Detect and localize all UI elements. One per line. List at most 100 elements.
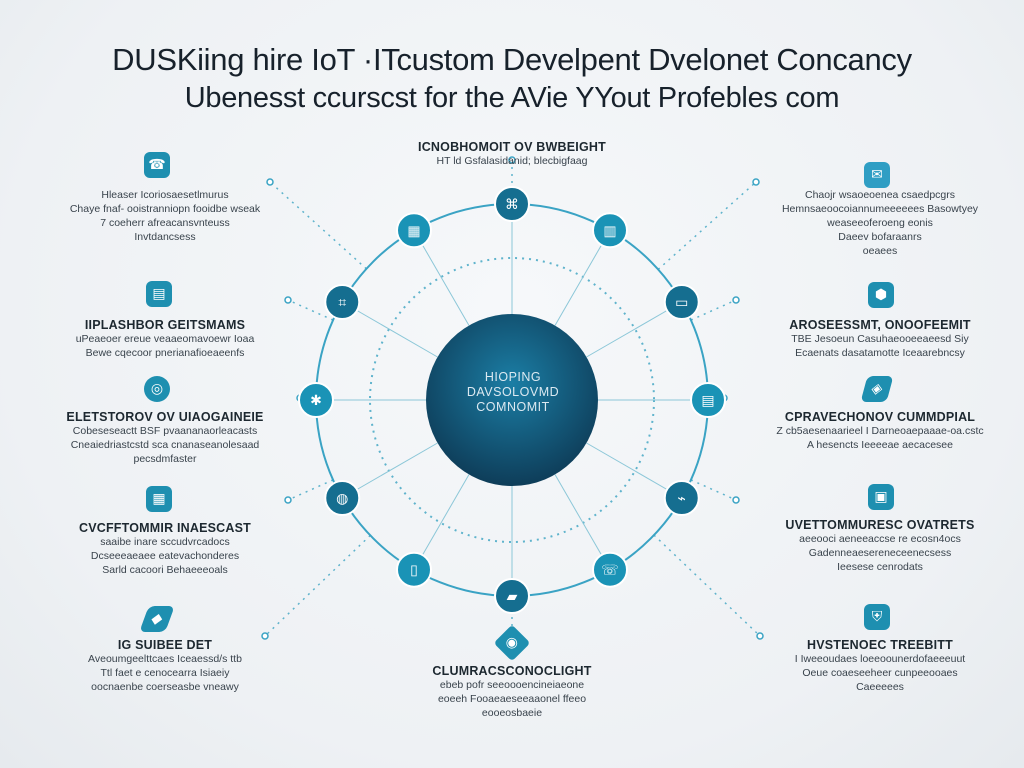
right-block-3-heading: CPRAVECHONOV CUMMDPIAL <box>784 410 976 424</box>
right-block-5-line: Caeeeees <box>856 681 904 693</box>
spoke-line <box>554 474 611 570</box>
right-block-3-line: A hesencts Ieeeeae aecacesee <box>807 439 953 451</box>
left-block-5-line: Aveoumgeelttcaes Iceaessd/s ttb <box>88 653 242 665</box>
right-icon-2: ⬢ <box>868 282 894 308</box>
left-block-4-line: Sarld cacoori Behaeeeoals <box>102 564 228 576</box>
right-block-5-line: I Iweeoudaes loeeoounerdofaeeeuut <box>794 653 966 665</box>
document-icon-glyph: ▯ <box>410 563 418 579</box>
connector-endpoint <box>732 296 740 304</box>
circuit-icon <box>324 284 361 320</box>
badge-icon <box>396 212 432 249</box>
left-block-5: IG SUIBEE DET Aveoumgeelttcaes Iceaessd/… <box>50 638 280 694</box>
spoke-line <box>586 301 682 358</box>
connector-endpoint <box>732 496 740 504</box>
left-icon-3: ◎ <box>144 376 170 402</box>
chart-icon-glyph: ▥ <box>603 223 616 239</box>
chart-icon <box>592 212 628 249</box>
left-block-5-line: oocnaenbe coerseasbe vneawy <box>91 681 239 693</box>
bottom-block-line: ebeb pofr seeoooencineiaeone <box>439 679 585 691</box>
laptop-icon <box>663 284 700 320</box>
right-block-4-line: Ieesese cenrodats <box>837 561 923 573</box>
right-block-1-line: weaseeoferoeng eonis <box>827 217 933 229</box>
left-icon-4: ▦ <box>146 486 172 512</box>
left-block-1-line: Chaye fnaf- ooistranniopn fooidbe wseak <box>69 203 261 215</box>
folder-icon <box>494 578 530 614</box>
spoke-line <box>413 474 470 570</box>
right-icon-1: ✉ <box>864 162 890 188</box>
left-block-3-heading: ELETSTOROV OV UIAOGAINEIE <box>66 410 264 424</box>
folder-icon-glyph: ▰ <box>507 589 518 605</box>
left-block-4-line: Dcseeeaeaee eatevachonderes <box>90 550 240 562</box>
monitor-icon-glyph: ▤ <box>701 393 714 409</box>
spoke-line <box>342 301 438 358</box>
monitor-icon <box>690 382 726 418</box>
right-block-4-heading: UVETTOMMURESC OVATRETS <box>785 518 975 532</box>
right-icon-5: ⛨ <box>864 604 890 630</box>
right-block-1-line: Hemnsaeoocoiannumeeeeees Basowtyey <box>781 203 979 215</box>
gear-icon <box>298 382 334 418</box>
bottom-block-line: eooeosbaeie <box>481 707 543 719</box>
badge-icon-glyph: ▦ <box>407 223 420 239</box>
connector-endpoint <box>752 178 760 186</box>
left-icon-1: ☎ <box>144 152 170 178</box>
phone-icon-glyph: ☏ <box>601 563 619 579</box>
wifi-icon <box>663 480 700 516</box>
connector-line <box>657 181 757 270</box>
right-icon-4: ▣ <box>868 484 894 510</box>
connector-line <box>287 479 334 501</box>
left-block-1: Hleaser Icoriosaesetlmurus Chaye fnaf- o… <box>50 188 280 244</box>
left-block-3-line: Cobeseseactt BSF pvaananaorleacasts <box>72 425 258 437</box>
right-block-5-heading: HVSTENOEC TREEBITT <box>807 638 953 652</box>
wifi-icon-glyph: ⌁ <box>678 491 686 507</box>
right-block-5: HVSTENOEC TREEBITT I Iweeoudaes loeeooun… <box>760 638 1000 694</box>
right-block-5-line: Oeue coaeseeheer cunpeeooaes <box>802 667 958 679</box>
right-block-2-line: TBE Jesoeun Casuhaeooeeaeesd Siy <box>791 333 969 345</box>
connector-line <box>653 534 761 637</box>
left-block-3-line: pecsdmfaster <box>133 453 197 465</box>
left-block-2: IIPLASHBOR GEITSMAMS uPeaeoer ereue veaa… <box>50 318 280 360</box>
left-block-1-line: Hleaser Icoriosaesetlmurus <box>101 189 229 201</box>
spokes <box>316 204 708 596</box>
left-block-2-line: uPeaeoer ereue veaaeomavoewr Ioaa <box>75 333 255 345</box>
right-block-1: Chaojr wsaoeoenea csaedpcgrs Hemnsaeooco… <box>760 188 1000 258</box>
laptop-icon-glyph: ▭ <box>675 295 688 311</box>
right-block-1-line: oeaees <box>862 245 898 257</box>
left-block-5-heading: IG SUIBEE DET <box>117 638 213 652</box>
bottom-block: CLUMRACSCONOCLIGHT ebeb pofr seeoooencin… <box>400 664 624 720</box>
center-hub <box>426 314 598 486</box>
title-line-1: DUSKiing hire IoT ·ITcustom Develpent Dv… <box>112 42 912 77</box>
chat-icon <box>324 480 361 516</box>
connector-lines <box>261 156 764 644</box>
right-block-3: CPRAVECHONOV CUMMDPIAL Z cb5aesenaarieel… <box>760 410 1000 452</box>
gear-icon-glyph: ✱ <box>310 393 322 409</box>
network-icon-glyph: ⌘ <box>505 197 519 213</box>
left-block-1-line: Invtdancsess <box>134 231 196 243</box>
spoke-line <box>554 230 611 326</box>
spoke-line <box>342 442 438 499</box>
connector-line <box>269 181 367 270</box>
right-block-2-heading: AROSEESSMT, ONOOFEEMIT <box>789 318 971 332</box>
center-label: HIOPING DAVSOLOVMD COMNOMIT <box>430 370 596 415</box>
right-block-2-line: Ecaenats dasatamotte Iceaarebncsy <box>795 347 965 359</box>
connector-endpoint <box>284 296 292 304</box>
right-block-3-line: Z cb5aesenaarieel I Darneoaepaaae-oa.cst… <box>776 425 984 437</box>
left-block-5-line: Ttl faet e cenocearra Isiaeiy <box>100 667 230 679</box>
right-block-1-line: Daeev bofaraanrs <box>838 231 922 243</box>
right-block-4-line: Gadenneaesereneceenecsess <box>808 547 952 559</box>
right-block-1-line: Chaojr wsaoeoenea csaedpcgrs <box>804 189 955 201</box>
top-label-heading: ICNOBHOMOIT OV BWBEIGHT <box>418 140 606 154</box>
center-line-3: COMNOMIT <box>476 400 550 414</box>
center-line-1: HIOPING <box>484 370 542 384</box>
title-line-2: Ubenesst ccurscst for the AVie YYout Pro… <box>184 82 840 114</box>
left-block-3: ELETSTOROV OV UIAOGAINEIE Cobeseseactt B… <box>50 410 280 466</box>
connector-endpoint <box>756 632 764 640</box>
connector-endpoint <box>284 496 292 504</box>
right-block-4-line: aeeooci aeneeaccse re ecosn4ocs <box>799 533 961 545</box>
ring-nodes: ⌘▥▭▤⌁☏▰▯◍✱⌗▦ <box>298 186 726 614</box>
top-label-line: HT ld Gsfalasidanid; blecbigfaag <box>436 155 588 167</box>
phone-icon <box>592 551 628 588</box>
bottom-block-heading: CLUMRACSCONOCLIGHT <box>432 664 592 678</box>
left-block-1-line: 7 coeherr afreacansvnteuss <box>100 217 230 229</box>
spoke-line <box>586 442 682 499</box>
